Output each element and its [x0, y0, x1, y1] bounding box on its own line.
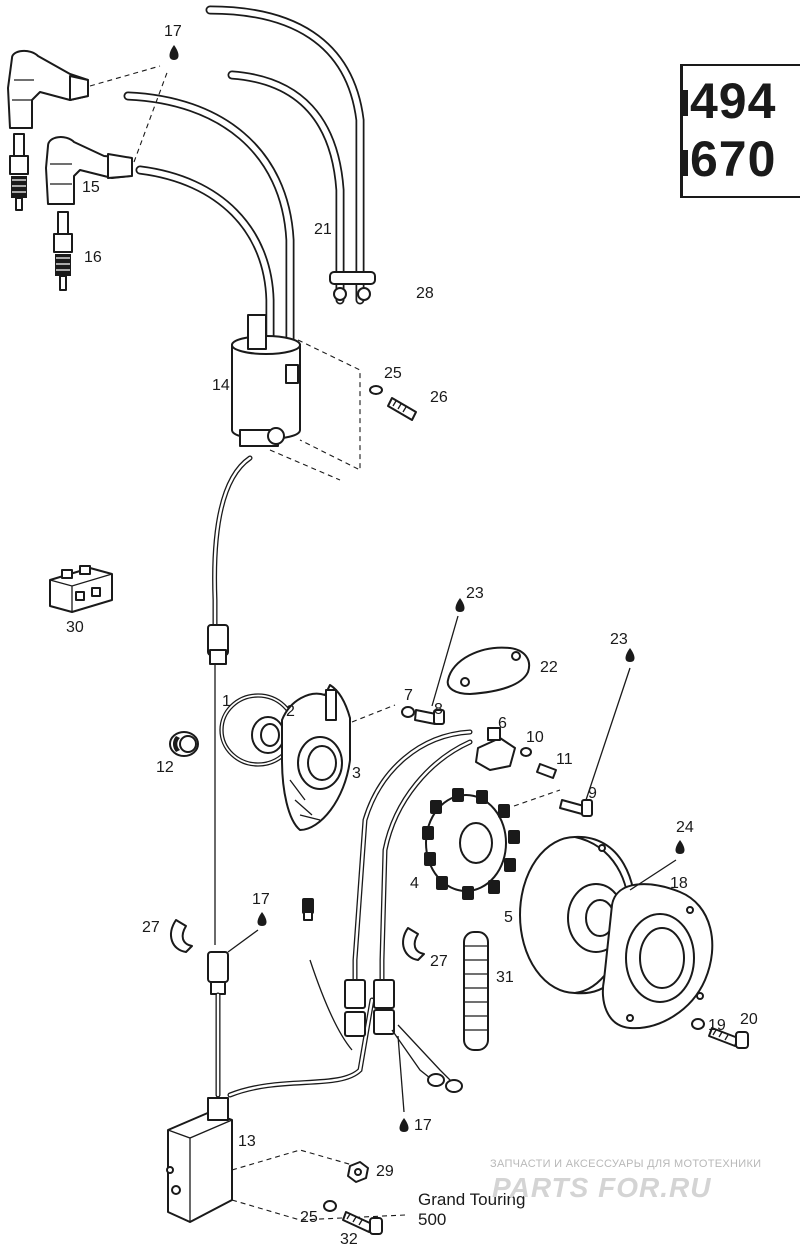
starter-cup	[601, 883, 714, 1030]
wire-clip-right	[402, 927, 425, 961]
callout-22: 22	[540, 659, 558, 676]
model-number-494: 494	[690, 73, 777, 129]
watermark-tagline: ЗАПЧАСТИ И АКСЕССУАРЫ ДЛЯ МОТОТЕХНИКИ	[490, 1158, 762, 1170]
trigger-washer	[520, 747, 532, 757]
primary-harness	[207, 455, 375, 1098]
model-number-box	[680, 64, 800, 198]
callout-15: 15	[82, 179, 100, 196]
magneto-housing	[281, 684, 351, 831]
callout-11: 11	[556, 751, 573, 768]
callout-4: 4	[410, 875, 419, 892]
callout-16: 16	[84, 249, 102, 266]
callout-31: 31	[496, 969, 514, 986]
connector-housing	[49, 565, 113, 613]
caption-line-1: Grand Touring	[418, 1190, 526, 1209]
cover	[446, 646, 530, 695]
housing-washer	[401, 706, 415, 718]
callout-12: 12	[156, 759, 174, 776]
callout-3: 3	[352, 765, 361, 782]
cup-washer	[691, 1018, 705, 1030]
callout-18: 18	[670, 875, 688, 892]
callout-30: 30	[66, 619, 84, 636]
stator-screw	[559, 799, 593, 817]
callout-23-right: 23	[610, 631, 628, 648]
stator	[422, 788, 520, 900]
coil-screw	[387, 397, 417, 421]
callout-27-left: 27	[142, 919, 160, 936]
cup-screw	[708, 1027, 749, 1049]
callout-6: 6	[498, 715, 507, 732]
cdi-box	[166, 1097, 233, 1223]
callout-2: 2	[286, 703, 295, 720]
callout-27-right: 27	[430, 953, 448, 970]
spark-plug-lower	[53, 211, 73, 291]
grommet	[169, 731, 199, 757]
trigger-screw	[536, 763, 557, 779]
callout-14: 14	[212, 377, 230, 394]
stator-harness	[309, 729, 473, 1093]
callout-32: 32	[340, 1231, 358, 1248]
callout-25-lower: 25	[300, 1209, 318, 1226]
callout-9: 9	[588, 785, 597, 802]
spark-plug-upper	[9, 133, 29, 211]
callout-1: 1	[222, 693, 231, 710]
callout-10: 10	[526, 729, 544, 746]
callout-28: 28	[416, 285, 434, 302]
callout-5: 5	[504, 909, 513, 926]
oil-seal	[251, 716, 285, 754]
trigger-coil	[475, 727, 516, 771]
callout-13: 13	[238, 1133, 256, 1150]
callout-17-bottom: 17	[414, 1117, 432, 1134]
callout-8: 8	[434, 701, 443, 718]
cdi-nut	[347, 1161, 369, 1183]
callout-7: 7	[404, 687, 413, 704]
model-number-670: 670	[690, 131, 777, 187]
housing-screw	[414, 709, 445, 725]
callout-25-upper: 25	[384, 365, 402, 382]
ignition-coil	[231, 314, 301, 447]
wire-clip-left	[170, 919, 193, 953]
callout-17-mid: 17	[252, 891, 270, 908]
cdi-screw	[342, 1211, 383, 1235]
callout-23-left: 23	[466, 585, 484, 602]
small-connector	[302, 898, 314, 921]
spark-plug-cap-upper	[7, 50, 89, 129]
callout-24: 24	[676, 819, 694, 836]
model-marker	[680, 90, 688, 116]
high-tension-wires	[123, 5, 376, 365]
spark-plug-cap-lower	[45, 136, 133, 205]
callout-29: 29	[376, 1163, 394, 1180]
callout-19: 19	[708, 1017, 726, 1034]
callout-20: 20	[740, 1011, 758, 1028]
lubricant-drop-icon	[169, 45, 685, 1132]
callout-26: 26	[430, 389, 448, 406]
coil-washer	[369, 385, 383, 395]
callout-21: 21	[314, 221, 332, 238]
protective-sleeve	[463, 931, 489, 1051]
model-marker	[680, 150, 688, 176]
caption-line-2: 500	[418, 1210, 447, 1229]
cdi-washer	[323, 1200, 337, 1212]
callout-17-top: 17	[164, 23, 182, 40]
watermark-brand: PARTS FOR.RU	[492, 1172, 712, 1203]
model-caption: Grand Touring 500	[418, 1190, 525, 1230]
